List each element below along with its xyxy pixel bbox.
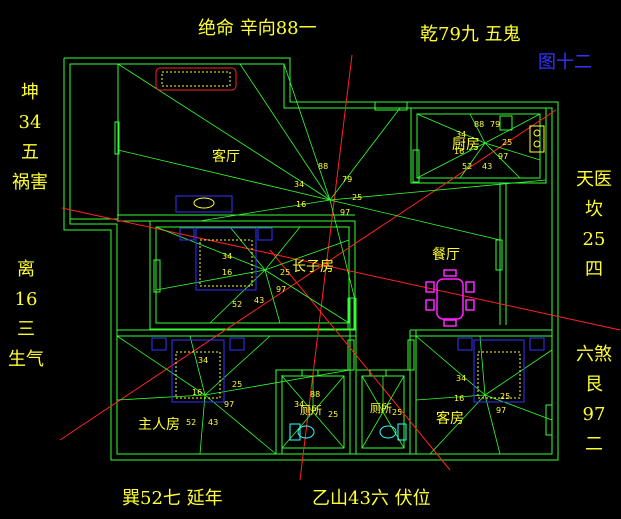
kitchen-sink — [499, 115, 513, 131]
kitchen-n79: 79 — [490, 120, 501, 129]
right-column-top: 天医 坎 25 四 — [574, 165, 614, 285]
right-top-1: 天医 — [576, 169, 612, 190]
footer-left: 巽52七 延年 — [122, 488, 223, 509]
living-n88: 88 — [318, 162, 329, 171]
son-n43: 43 — [254, 296, 265, 305]
stove — [529, 125, 545, 153]
living-n25: 25 — [352, 193, 363, 202]
left-bottom-2: 16 — [14, 289, 38, 310]
right-top-3: 25 — [582, 229, 606, 250]
toilets — [289, 423, 407, 441]
bed-master — [151, 337, 245, 403]
kitchen-n97: 97 — [498, 152, 509, 161]
bath1-n25: 25 — [328, 410, 339, 419]
master-n16: 16 — [192, 388, 203, 397]
title-left: 绝命 辛向88一 — [198, 18, 317, 39]
room-kitchen: 厨房 — [452, 137, 480, 153]
master-n97: 97 — [224, 400, 235, 409]
right-bottom-4: 二 — [585, 434, 603, 455]
kitchen-n52: 52 — [462, 162, 473, 171]
left-bottom-1: 离 — [17, 259, 35, 280]
room-bath-2: 厕所 — [370, 402, 392, 415]
outer-walls — [63, 57, 559, 461]
left-top-4: 祸害 — [12, 172, 48, 193]
right-top-2: 坎 — [585, 199, 603, 220]
room-guest: 客房 — [436, 411, 464, 427]
title-right: 乾79九 五鬼 — [420, 24, 521, 45]
living-n97: 97 — [340, 208, 351, 217]
living-n79: 79 — [342, 175, 353, 184]
guest-n97: 97 — [496, 406, 507, 415]
kitchen-n25: 25 — [502, 138, 513, 147]
room-living: 客厅 — [212, 149, 240, 165]
bath2-n25: 25 — [392, 408, 403, 417]
left-top-3: 五 — [21, 142, 39, 163]
red-direction-lines — [59, 54, 621, 481]
footer-right: 乙山43六 伏位 — [312, 488, 431, 509]
living-n34: 34 — [294, 180, 305, 189]
right-bottom-2: 艮 — [585, 374, 603, 395]
son-n52: 52 — [232, 300, 243, 309]
right-bottom-3: 97 — [582, 404, 606, 425]
master-n52: 52 — [186, 418, 197, 427]
room-bath-1: 厕所 — [300, 404, 322, 417]
son-n97: 97 — [276, 285, 287, 294]
room-dining: 餐厅 — [432, 247, 460, 263]
kitchen-n43: 43 — [482, 162, 493, 171]
son-n34: 34 — [222, 252, 233, 261]
master-n43: 43 — [208, 418, 219, 427]
left-bottom-4: 生气 — [8, 349, 44, 370]
son-n16: 16 — [222, 268, 233, 277]
left-top-1: 坤 — [21, 82, 39, 103]
bed-guest — [457, 337, 545, 403]
kitchen-n34: 34 — [456, 130, 467, 139]
bath1-n88: 88 — [310, 390, 321, 399]
left-top-2: 34 — [18, 112, 42, 133]
right-top-4: 四 — [585, 259, 603, 280]
living-n16: 16 — [296, 200, 307, 209]
master-n25: 25 — [232, 380, 243, 389]
left-column-top: 坤 34 五 祸害 — [10, 78, 50, 198]
figure-label: 图十二 — [538, 52, 592, 73]
bath1-n34: 34 — [294, 400, 305, 409]
dining-table — [425, 269, 475, 327]
bed-eldest-son — [179, 227, 273, 291]
tv-cabinet — [175, 195, 233, 213]
room-eldest-son: 长子房 — [292, 259, 334, 275]
left-bottom-3: 三 — [17, 319, 35, 340]
kitchen-n16: 16 — [454, 147, 465, 156]
room-master: 主人房 — [138, 417, 180, 433]
son-n25: 25 — [280, 268, 291, 277]
kitchen-n88: 88 — [474, 120, 485, 129]
windows — [114, 101, 553, 436]
guest-n16: 16 — [454, 394, 465, 403]
right-column-bottom: 六煞 艮 97 二 — [574, 340, 614, 460]
green-radial-lines — [116, 63, 553, 455]
left-column-bottom: 离 16 三 生气 — [6, 255, 46, 375]
right-bottom-1: 六煞 — [576, 344, 612, 365]
guest-n34: 34 — [456, 374, 467, 383]
master-n34: 34 — [198, 356, 209, 365]
guest-n25: 25 — [500, 392, 511, 401]
sofa — [155, 67, 237, 91]
